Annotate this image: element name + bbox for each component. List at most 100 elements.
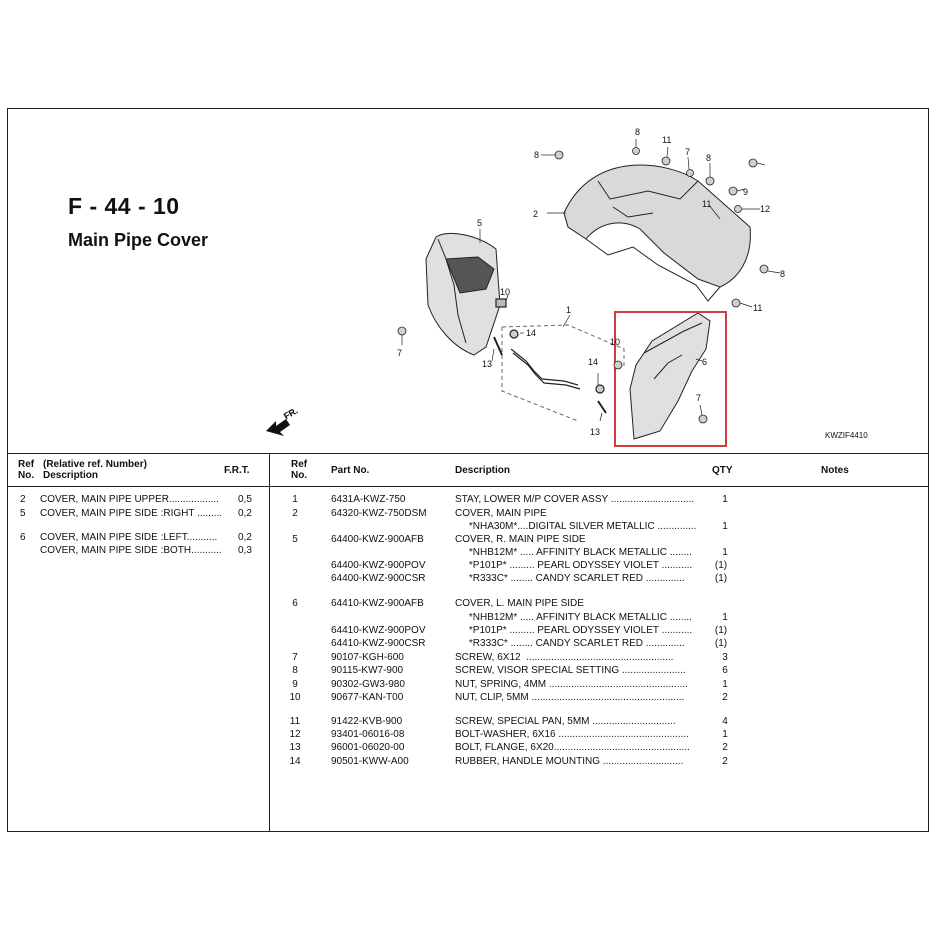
row-description: SCREW, SPECIAL PAN, 5MM ................…	[455, 716, 676, 727]
callout-label: 5	[477, 218, 482, 228]
callout-label: 10	[610, 337, 620, 347]
left-row-frt: 0,2	[238, 532, 252, 543]
row-part-no: 93401-06016-08	[331, 729, 405, 740]
row-qty: (1)	[714, 573, 728, 584]
row-part-no: 64410-KWZ-900POV	[331, 625, 426, 636]
row-qty: 1	[722, 521, 728, 532]
callout-label: 11	[702, 199, 711, 209]
row-description: NUT, CLIP, 5MM .........................…	[455, 692, 685, 703]
row-description: RUBBER, HANDLE MOUNTING ................…	[455, 756, 684, 767]
row-description: STAY, LOWER M/P COVER ASSY .............…	[455, 494, 695, 505]
row-ref: 10	[289, 692, 301, 703]
row-description: *R333C* ........ CANDY SCARLET RED .....…	[455, 638, 685, 649]
callout-label: 11	[662, 135, 671, 145]
row-part-no: 96001-06020-00	[331, 742, 405, 753]
front-mark-label: FR.	[282, 405, 300, 421]
right-side-cover	[425, 232, 501, 356]
row-qty: 4	[722, 716, 728, 727]
left-ref-header: Ref No.	[18, 459, 35, 481]
row-qty: 1	[722, 547, 728, 558]
row-description: BOLT, FLANGE, 6X20......................…	[455, 742, 690, 753]
callout-label: 11	[753, 303, 762, 313]
callout-label: 8	[706, 153, 711, 163]
row-qty: (1)	[714, 638, 728, 649]
row-description: COVER, R. MAIN PIPE SIDE	[455, 534, 586, 545]
row-ref: 6	[292, 598, 298, 609]
row-description: *NHA30M*....DIGITAL SILVER METALLIC ....…	[455, 521, 697, 532]
callout-label: 13	[482, 359, 492, 369]
page-code: F - 44 - 10	[68, 193, 180, 219]
row-part-no: 90677-KAN-T00	[331, 692, 404, 703]
row-ref: 12	[289, 729, 301, 740]
table-top-rule	[8, 453, 928, 454]
row-ref: 9	[292, 679, 298, 690]
left-row-frt: 0,2	[238, 508, 252, 519]
leader-lines	[401, 139, 781, 422]
row-part-no: 64410-KWZ-900CSR	[331, 638, 426, 649]
row-qty: (1)	[714, 560, 728, 571]
row-description: COVER, L. MAIN PIPE SIDE	[455, 598, 584, 609]
table-divider	[269, 453, 270, 831]
row-part-no: 64320-KWZ-750DSM	[331, 508, 427, 519]
right-ref-header: Ref No.	[291, 459, 308, 481]
callout-label: 14	[588, 357, 598, 367]
row-qty: (1)	[714, 625, 728, 636]
row-part-no: 64400-KWZ-900AFB	[331, 534, 424, 545]
row-qty: 1	[722, 612, 728, 623]
main-pipe-upper-cover	[563, 164, 751, 302]
left-row-frt: 0,5	[238, 494, 252, 505]
left-row-ref: 5	[20, 508, 26, 519]
callout-label: 8	[635, 127, 640, 137]
row-description: *P101P* ......... PEARL ODYSSEY VIOLET .…	[455, 560, 693, 571]
row-part-no: 90107-KGH-600	[331, 652, 404, 663]
row-part-no: 91422-KVB-900	[331, 716, 403, 727]
left-row-ref: 2	[20, 494, 26, 505]
left-side-cover	[629, 312, 711, 440]
left-row-ref: 6	[20, 532, 26, 543]
right-part-header: Part No.	[331, 465, 370, 476]
left-frt-header: F.R.T.	[224, 465, 250, 476]
exploded-diagram: 8 11 7 8 8 9 12 2 11 5 8 10 1 14 7 13 10…	[266, 127, 785, 447]
callout-label: 6	[702, 357, 707, 367]
right-notes-header: Notes	[821, 465, 849, 476]
row-part-no: 90501-KWW-A00	[331, 756, 409, 767]
row-ref: 11	[289, 716, 301, 727]
row-part-no: 90115-KW7-900	[331, 665, 404, 676]
callout-label: 10	[500, 287, 510, 297]
drawing-code: KWZIF4410	[825, 431, 868, 440]
left-row-frt: 0,3	[238, 545, 252, 556]
row-ref: 7	[292, 652, 298, 663]
parts-sheet: F - 44 - 10 Main Pipe Cover	[7, 108, 929, 832]
callout-label: 7	[685, 147, 690, 157]
callout-label: 9	[743, 187, 748, 197]
highlight-box	[614, 311, 727, 447]
callout-label: 13	[590, 427, 600, 437]
callout-label: 2	[533, 209, 538, 219]
table-header-rule	[8, 486, 928, 487]
row-ref: 8	[292, 665, 298, 676]
left-row-desc: COVER, MAIN PIPE SIDE :LEFT...........	[40, 532, 218, 543]
assembly-bracket-line	[501, 324, 625, 422]
row-qty: 2	[722, 692, 728, 703]
row-description: *P101P* ......... PEARL ODYSSEY VIOLET .…	[455, 625, 693, 636]
row-part-no: 6431A-KWZ-750	[331, 494, 406, 505]
left-desc-header: (Relative ref. Number) Description	[43, 459, 147, 481]
row-description: SCREW, VISOR SPECIAL SETTING ...........…	[455, 665, 686, 676]
callout-label: 1	[566, 305, 571, 315]
stay-bracket	[493, 298, 607, 414]
row-description: NUT, SPRING, 4MM .......................…	[455, 679, 688, 690]
callout-label: 8	[534, 150, 539, 160]
row-description: BOLT-WASHER, 6X16 ......................…	[455, 729, 689, 740]
row-ref: 14	[289, 756, 301, 767]
callout-label: 8	[780, 269, 785, 279]
row-qty: 1	[722, 729, 728, 740]
right-desc-header: Description	[455, 465, 511, 476]
row-qty: 3	[722, 652, 728, 663]
callout-numbers: 8 11 7 8 8 9 12 2 11 5 8 10 1 14 7 13 10…	[397, 127, 785, 437]
row-qty: 1	[722, 679, 728, 690]
row-description: *NHB12M* ..... AFFINITY BLACK METALLIC .…	[455, 612, 692, 623]
row-qty: 1	[722, 494, 728, 505]
left-row-desc: COVER, MAIN PIPE UPPER..................	[40, 494, 219, 505]
row-ref: 1	[292, 494, 298, 505]
row-description: COVER, MAIN PIPE	[455, 508, 547, 519]
